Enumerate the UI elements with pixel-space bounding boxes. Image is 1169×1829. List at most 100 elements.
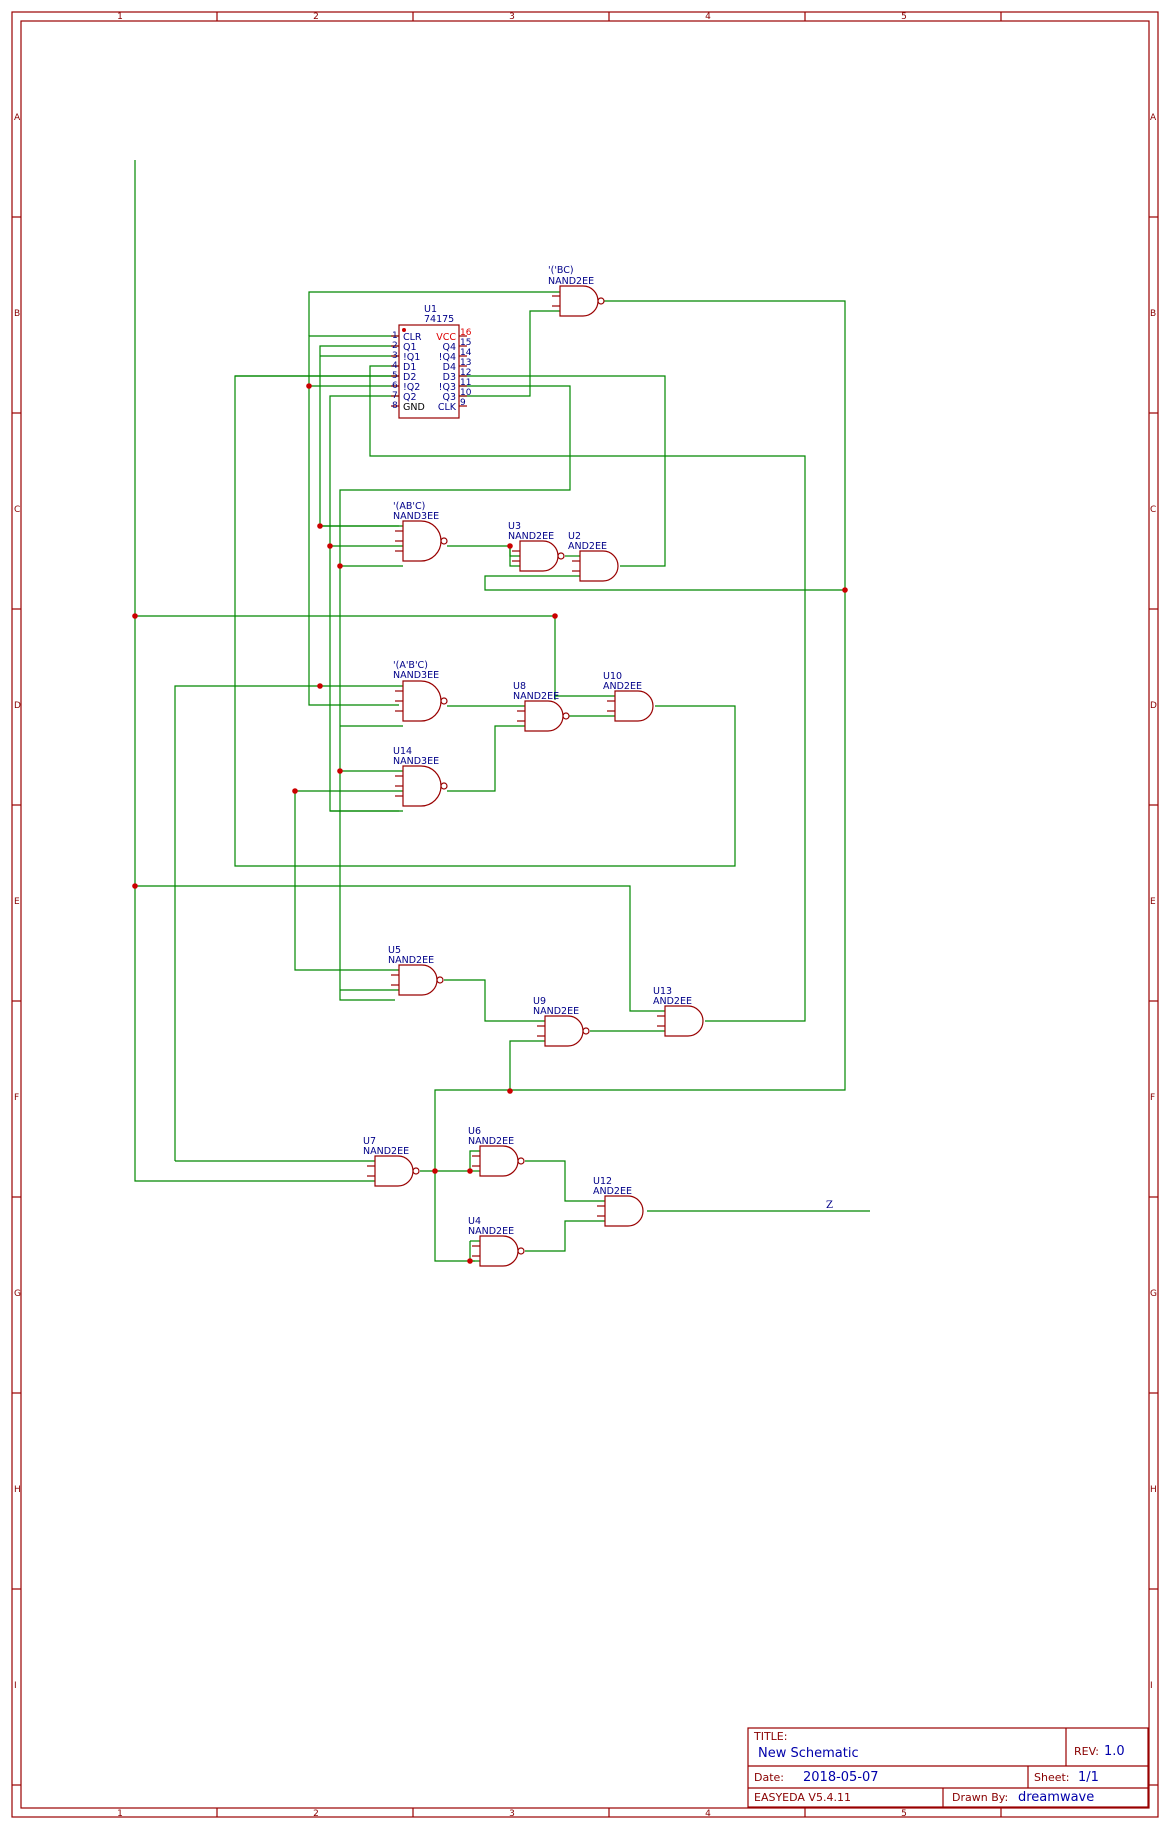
ic-pin-name-16: VCC [436, 332, 456, 343]
col-label-bottom-3: 3 [509, 1809, 515, 1819]
wire-u6-out [525, 1160, 605, 1202]
ic-pin-name-11: !Q3 [439, 382, 456, 393]
gate-u2[interactable] [572, 550, 619, 582]
gate-u5[interactable] [391, 964, 444, 996]
gate-u13[interactable] [657, 1005, 704, 1037]
pin1-marker [402, 328, 406, 332]
gate-u2-type: AND2EE [568, 541, 607, 552]
schematic-title: New Schematic [758, 1746, 859, 1761]
gate-u9-type: NAND2EE [533, 1006, 579, 1017]
gate-u2-body [579, 550, 619, 582]
sheet-value: 1/1 [1078, 1770, 1099, 1785]
title-key: TITLE: [753, 1730, 787, 1743]
wire-u3-in2 [509, 546, 520, 567]
wire-u2-in2 [484, 575, 845, 591]
gate-u14-inverter-bubble [440, 782, 448, 790]
ic-pin-num-15: 15 [460, 338, 471, 348]
gate-u10[interactable] [607, 690, 654, 722]
ic-pin-num-2: 2 [392, 341, 398, 351]
gate-u4-type: NAND2EE [468, 1226, 514, 1237]
junction [467, 1258, 473, 1264]
gate-u13-body [664, 1005, 704, 1037]
row-label-left-h: H [14, 1485, 21, 1495]
ic-u1[interactable]: U1 74175 1 CLR 2 Q1 3 !Q1 4 D1 5 D2 6 !Q… [391, 304, 472, 419]
junction [327, 543, 333, 549]
gate-u7-type: NAND2EE [363, 1146, 409, 1157]
junction [132, 883, 138, 889]
gate-u10-ref: U10 [603, 671, 622, 682]
row-label-left-d: D [14, 701, 21, 711]
ic-pin-name-14: !Q4 [439, 352, 456, 363]
gate-abc[interactable] [395, 520, 448, 562]
drawing-frame: 1 2 3 4 5 1 2 3 4 5 A B C D E F G H I A … [11, 11, 1159, 1819]
junctions [132, 383, 848, 1264]
gate-abpc[interactable] [395, 680, 448, 722]
gate-u8-ref: U8 [513, 681, 526, 692]
gate-u7-ref: U7 [363, 1136, 376, 1147]
gate-u9-body [544, 1015, 584, 1047]
drawn-key: Drawn By: [952, 1791, 1008, 1804]
net-label-z: Z [826, 1200, 833, 1211]
gate-u10-type: AND2EE [603, 681, 642, 692]
ic-pin-num-4: 4 [392, 361, 398, 371]
col-label-top-1: 1 [117, 12, 123, 22]
gate-u8[interactable] [517, 700, 570, 732]
gate-bc-ref: '('BC) [548, 265, 574, 276]
ic-pin-name-2: Q1 [403, 342, 417, 353]
junction [317, 683, 323, 689]
ic-part: 74175 [424, 314, 454, 325]
gate-u3-ref: U3 [508, 521, 521, 532]
ic-pin-name-7: Q2 [403, 392, 417, 403]
ic-pin-num-11: 11 [460, 378, 471, 388]
gate-u6[interactable] [472, 1145, 525, 1177]
ic-pin-name-9: CLK [438, 402, 457, 413]
junction [507, 1088, 513, 1094]
ic-pin-name-4: D1 [403, 362, 416, 373]
gate-u4[interactable] [472, 1235, 525, 1267]
gate-abpc-type: NAND3EE [393, 670, 439, 681]
row-label-left-e: E [14, 897, 20, 907]
gate-bc-body [559, 285, 599, 317]
row-label-right-b: B [1150, 309, 1156, 319]
gate-u3[interactable] [512, 540, 565, 572]
ic-pin-num-5: 5 [392, 371, 398, 381]
gate-labels: '('BC) NAND2EE '(AB'C) NAND3EE U3 NAND2E… [363, 265, 692, 1237]
tool-version: EASYEDA V5.4.11 [754, 1791, 851, 1804]
logic-gates [367, 285, 704, 1267]
col-label-top-2: 2 [313, 12, 319, 22]
gate-u9-inverter-bubble [582, 1027, 590, 1035]
gate-u12[interactable] [597, 1195, 644, 1227]
gate-u7[interactable] [367, 1155, 420, 1187]
wire-bc-out [434, 300, 846, 1262]
gate-u3-inverter-bubble [557, 552, 565, 560]
col-label-top-3: 3 [509, 12, 515, 22]
ic-body [398, 324, 460, 419]
gate-u9[interactable] [537, 1015, 590, 1047]
gate-abc-inverter-bubble [440, 537, 448, 545]
gate-bc[interactable] [552, 285, 605, 317]
gate-abpc-body [402, 680, 442, 722]
ic-pin-num-9: 9 [460, 398, 466, 408]
gate-u14[interactable] [395, 765, 448, 807]
gate-abc-type: NAND3EE [393, 511, 439, 522]
gate-u12-type: AND2EE [593, 1186, 632, 1197]
wire-input-bus [134, 160, 375, 1182]
gate-u3-body [519, 540, 559, 572]
gate-u4-inverter-bubble [517, 1247, 525, 1255]
row-label-left-b: B [14, 309, 20, 319]
junction [337, 563, 343, 569]
gate-u2-ref: U2 [568, 531, 581, 542]
gate-abpc-inverter-bubble [440, 697, 448, 705]
rev-value: 1.0 [1104, 1744, 1125, 1759]
gate-u3-type: NAND2EE [508, 531, 554, 542]
junction [306, 383, 312, 389]
wire-clr-up-to-bc [308, 291, 560, 336]
gate-u5-body [398, 964, 438, 996]
gate-u5-ref: U5 [388, 945, 401, 956]
gate-u8-inverter-bubble [562, 712, 570, 720]
drawn-by-value: dreamwave [1018, 1790, 1094, 1805]
gate-u4-ref: U4 [468, 1216, 481, 1227]
row-label-left-c: C [14, 505, 20, 515]
gate-u6-inverter-bubble [517, 1157, 525, 1165]
